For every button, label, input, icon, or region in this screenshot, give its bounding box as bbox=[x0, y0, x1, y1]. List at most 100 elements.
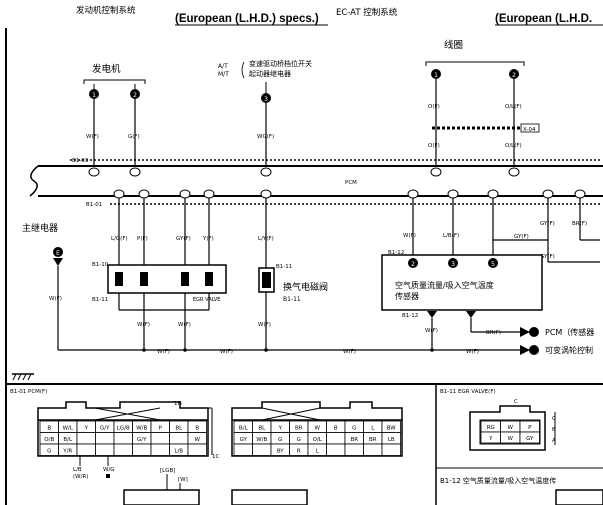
maf-connector-title: B1-12 空气质量流量/吸入空气温度传 bbox=[440, 476, 556, 485]
relay-pin: E bbox=[53, 247, 63, 257]
pcm-left-cell-label: B bbox=[47, 426, 51, 432]
wire-label-olf-2: O/L(F) bbox=[505, 143, 522, 149]
pcm-left-cell-label: LG/B bbox=[117, 426, 130, 432]
pcm-band-label: PCM bbox=[345, 180, 357, 186]
pcm-band: PCM bbox=[29, 165, 603, 197]
pcm-right-cell-label: BR bbox=[369, 437, 377, 443]
pcm-right-cell-label: BR bbox=[295, 426, 303, 432]
pcm-right-cell-label: GY bbox=[240, 437, 248, 443]
svg-text:5: 5 bbox=[491, 261, 495, 268]
pcm-left-cell-label: G bbox=[47, 449, 51, 455]
at-label: A/T bbox=[218, 63, 228, 70]
wire-lyf: L/Y(F) bbox=[258, 236, 274, 242]
wire-label-gf: G(F) bbox=[128, 134, 140, 140]
pcm-left-cell-label: O/B bbox=[44, 437, 54, 443]
pcm-right-cell bbox=[344, 443, 364, 456]
x04-label: X-04 bbox=[523, 127, 536, 133]
mt-label: M/T bbox=[218, 71, 229, 78]
coil-pin-2: 2 bbox=[509, 69, 519, 79]
conn-b1-01: B1-01 bbox=[86, 202, 102, 208]
pcm-right-cell bbox=[326, 443, 346, 456]
svg-text:2: 2 bbox=[133, 92, 137, 99]
egr-cell-label: RG bbox=[487, 425, 495, 431]
pcm-left-cell-label: W bbox=[195, 437, 201, 443]
pcm-1c: 1C bbox=[212, 454, 219, 460]
egr-cell-label: Y bbox=[488, 436, 493, 442]
wire-lgf: L/G(F) bbox=[111, 236, 128, 242]
wire-label-olf-1: O/L(F) bbox=[505, 104, 522, 110]
pcm-right-cell-label: G bbox=[297, 437, 301, 443]
wire-gr-f: GY(F) bbox=[514, 234, 529, 240]
pcm-right-cell-label: L bbox=[316, 449, 320, 455]
header-left-title: 发动机控制系统 bbox=[76, 5, 136, 16]
pcm-right-cell bbox=[233, 443, 253, 456]
pcm-left-cell-label: L/B bbox=[174, 449, 183, 455]
egr-label: 换气电磁阀 bbox=[283, 281, 328, 293]
pcm-right-cell bbox=[363, 443, 383, 456]
pcm-right-cell-label: BL bbox=[258, 426, 266, 432]
maf-pin-row: 2 3 5 bbox=[408, 258, 498, 268]
egr-side-c: C bbox=[552, 416, 556, 422]
switch-brace bbox=[241, 61, 245, 79]
wire-brf-maf: BR(F) bbox=[486, 330, 501, 336]
pcm-right-cell bbox=[252, 443, 272, 456]
pcm-connector-title: B1-01 PCM(F) bbox=[10, 389, 47, 395]
wire-wf-egr: W(F) bbox=[258, 322, 271, 328]
wire-wf-maf: W(F) bbox=[403, 233, 416, 239]
pcm-left-cell bbox=[150, 443, 170, 456]
header-spec1: (European (L.H.D.) specs.) bbox=[175, 13, 319, 25]
pcm-right-cell bbox=[326, 432, 346, 445]
x04-box bbox=[520, 123, 540, 133]
wire-label-of-2: O(F) bbox=[428, 143, 440, 149]
pcm-right-cell-label: BR bbox=[350, 437, 358, 443]
coil-pin-1: 1 bbox=[431, 69, 441, 79]
svg-text:1: 1 bbox=[434, 72, 438, 79]
svg-text:1: 1 bbox=[92, 92, 96, 99]
pcm-left-cell-label: W/L bbox=[63, 426, 74, 432]
wr-label: (W/R) bbox=[73, 474, 88, 480]
pcm-left-cell-label: BL bbox=[175, 426, 183, 432]
pcm-right-cell-label: G bbox=[278, 437, 282, 443]
pcm-right-cell-label: B/L bbox=[239, 426, 249, 432]
wire-gyf3: GY(F) bbox=[540, 254, 555, 260]
svg-text:2: 2 bbox=[411, 261, 415, 268]
pcm-right-cell-label: R bbox=[297, 449, 301, 455]
pcm-right-cell-label: O/L bbox=[313, 437, 323, 443]
pcm-left-cell bbox=[76, 443, 96, 456]
egr-connector-title: B1-11 EGR VALVE(F) bbox=[440, 389, 496, 395]
pcm-right-cell-label: W/B bbox=[256, 437, 267, 443]
pcm-left-cell bbox=[113, 432, 133, 445]
pcm-left-cell bbox=[132, 443, 152, 456]
conn-b1-12a: B1-12 bbox=[388, 250, 404, 256]
svg-text:3: 3 bbox=[264, 96, 268, 103]
lb-label: L/B bbox=[73, 467, 82, 473]
actuator-block bbox=[107, 264, 227, 294]
conn-b1-03: B1-03 bbox=[72, 158, 89, 164]
header-spec2: (European (L.H.D. bbox=[495, 13, 592, 25]
pcm-right-cell-label: Y bbox=[278, 426, 283, 432]
pcm-left-cell bbox=[95, 443, 115, 456]
wire-label-of-1: O(F) bbox=[428, 104, 440, 110]
pcm-left-cell bbox=[95, 432, 115, 445]
svg-text:3: 3 bbox=[451, 261, 455, 268]
switch-label-2: 起动器继电器 bbox=[249, 69, 291, 78]
pcm-left-cell bbox=[187, 443, 207, 456]
maf-label-1: 空气质量流量/吸入空气温度 bbox=[395, 280, 494, 290]
wire-wf-bus4: W(F) bbox=[466, 349, 479, 355]
wire-brf: BR(F) bbox=[572, 221, 587, 227]
wire-wf-a1: W(F) bbox=[137, 322, 150, 328]
pcm-right-cell-label: BW bbox=[387, 426, 397, 432]
egrvalve-small: EGR VALVE bbox=[193, 297, 220, 303]
conn-b1-12b: B1-12 bbox=[402, 313, 418, 319]
wire-wf-bus3: W(F) bbox=[343, 349, 356, 355]
egr-side-b: B bbox=[552, 427, 556, 433]
wire-wf-a2: W(F) bbox=[178, 322, 191, 328]
svg-text:2: 2 bbox=[512, 72, 516, 79]
pcm-right-cell-label: LB bbox=[388, 437, 395, 443]
egr-cell-label: GY bbox=[526, 436, 534, 442]
pcm-right-cell-label: BY bbox=[277, 449, 284, 455]
